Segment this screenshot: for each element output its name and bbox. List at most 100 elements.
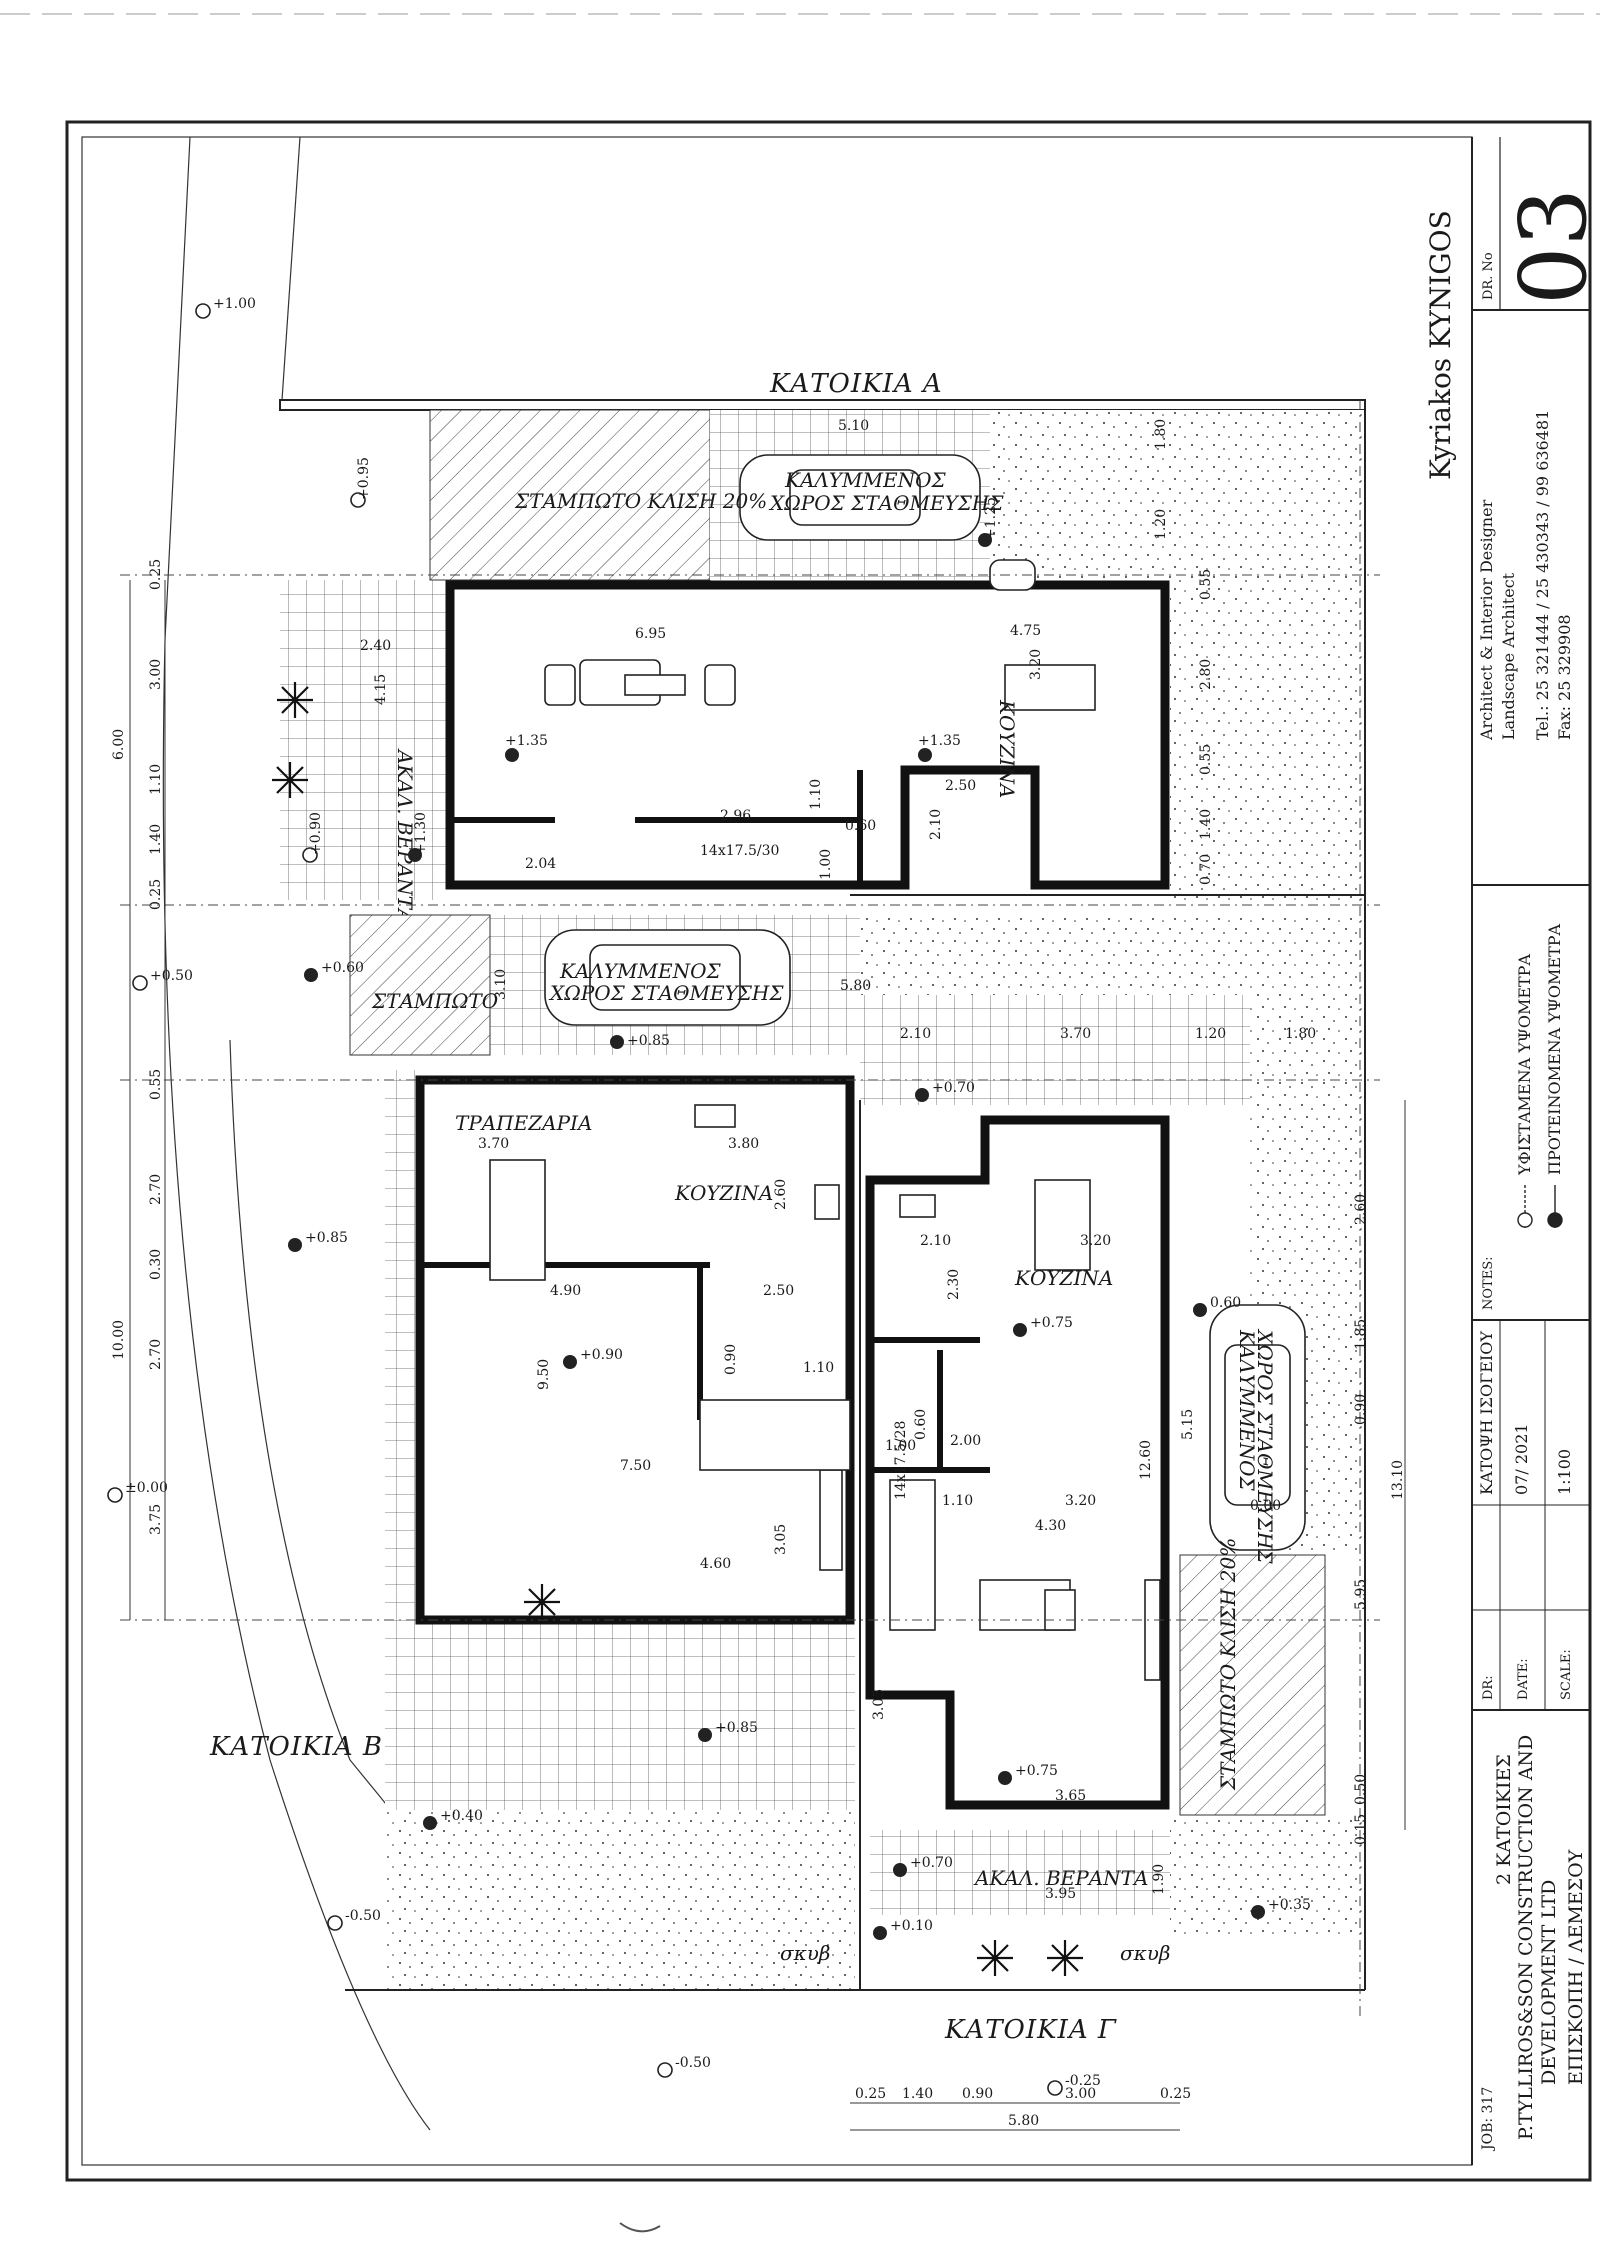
svg-text:0.60: 0.60	[1210, 1295, 1241, 1311]
house-b-stamped	[349, 914, 491, 1056]
car-a-outline	[989, 559, 1036, 591]
date-value: 07/ 2021	[1512, 1423, 1531, 1495]
svg-text:+1.35: +1.35	[505, 733, 548, 749]
level-marker: +0.50	[132, 968, 193, 991]
svg-text:3.95: 3.95	[1045, 1886, 1076, 1902]
house-c-stairs-label: 14x17.5/28	[893, 1421, 909, 1500]
house-b-kitchen-label: ΚΟΥΖΙΝΑ	[674, 1181, 773, 1205]
level-marker: +0.70	[915, 1080, 975, 1102]
sheet-outer-border	[65, 120, 1592, 2182]
project-line-3: DEVELOPMENT LTD	[1538, 1880, 1560, 2085]
dining-table-b	[489, 1159, 546, 1281]
level-marker: -0.50	[327, 1908, 381, 1931]
dimension-labels: 5.10 1.80 1.20 6.95 4.75 3.20 0.55 2.80 …	[111, 418, 1406, 2129]
drawing-title: ΚΑΤΟΨΗ ΙΣΟΓΕΙΟΥ	[1477, 1331, 1496, 1495]
svg-text:10.00: 10.00	[111, 1320, 127, 1360]
level-marker: +0.75	[998, 1763, 1058, 1785]
house-a-garden-right	[1170, 580, 1365, 900]
svg-text:0.55: 0.55	[1198, 744, 1214, 775]
credentials-line-2: Landscape Architect	[1499, 572, 1518, 740]
svg-text:0.70: 0.70	[1198, 854, 1214, 885]
scale-label: SCALE:	[1559, 1649, 1574, 1700]
level-marker: ±0.00	[107, 1480, 168, 1503]
house-c-garden-top	[860, 915, 1365, 995]
armchair-a2	[704, 664, 736, 706]
svg-text:2.30: 2.30	[946, 1269, 962, 1300]
level-marker: +0.85	[698, 1720, 758, 1742]
stairs-b	[699, 1399, 851, 1471]
legend-existing-label: ΥΦΙΣΤΑΜΕΝΑ ΥΨΟΜΕΤΡΑ	[1515, 954, 1534, 1176]
level-marker: +0.70	[893, 1855, 953, 1877]
house-b-garden	[385, 1810, 855, 1990]
level-marker: +0.35	[1251, 1897, 1311, 1919]
house-b-stamped-label: ΣΤΑΜΠΩΤΟ	[371, 989, 498, 1013]
level-marker: -0.25	[1047, 2073, 1101, 2096]
svg-text:0.25: 0.25	[1160, 2086, 1191, 2102]
svg-text:1.00: 1.00	[818, 849, 834, 880]
svg-text:+0.75: +0.75	[1015, 1763, 1058, 1779]
svg-text:2.80: 2.80	[1198, 659, 1214, 690]
svg-text:1.10: 1.10	[942, 1493, 973, 1509]
svg-text:0.50: 0.50	[1353, 1774, 1369, 1805]
svg-text:+0.40: +0.40	[440, 1808, 483, 1824]
svg-text:1.80: 1.80	[1153, 419, 1169, 450]
svg-text:+0.75: +0.75	[1030, 1315, 1073, 1331]
dr-no-label: DR. No	[1481, 252, 1496, 300]
sink-b	[694, 1104, 736, 1128]
coffee-table-a	[624, 674, 686, 696]
dr-label: DR:	[1481, 1675, 1496, 1700]
legend-proposed-label: ΠΡΟΤΕΙΝΟΜΕΝΑ ΥΨΟΜΕΤΡΑ	[1545, 923, 1564, 1175]
armchair-a1	[544, 664, 576, 706]
level-marker: +0.10	[873, 1918, 933, 1940]
svg-text:+0.60: +0.60	[321, 960, 364, 976]
svg-text:2.10: 2.10	[920, 1233, 951, 1249]
job-label: JOB: 317	[1480, 2087, 1496, 2152]
house-c-parking-label-1: ΚΑΛΥΜΜΕΝΟΣ	[1235, 1329, 1259, 1491]
svg-text:2.00: 2.00	[950, 1433, 981, 1449]
house-c-stamped-slope	[1179, 1554, 1326, 1816]
level-marker: +0.85	[610, 1033, 670, 1049]
title-block: Kyriakos KYNIGOS DR. No 03 Architect & I…	[1424, 137, 1600, 2165]
house-c-label: ΚΑΤΟΙΚΙΑ Γ	[944, 2015, 1117, 2045]
fax-line: Fax: 25 329908	[1555, 614, 1574, 740]
project-line-4: ΕΠΙΣΚΟΠΗ / ΛΕΜΕΣΟΥ	[1565, 1849, 1587, 2085]
svg-text:2.04: 2.04	[525, 856, 556, 872]
svg-text:2.50: 2.50	[763, 1283, 794, 1299]
house-b-furniture	[489, 1104, 851, 1571]
house-b-dining-label: ΤΡΑΠΕΖΑΡΙΑ	[455, 1111, 592, 1135]
svg-text:2.40: 2.40	[360, 638, 391, 654]
house-a-veranda-label: ΑΚΑΛ. ΒΕΡΑΝΤΑ	[393, 748, 417, 923]
svg-text:+0.35: +0.35	[1268, 1897, 1311, 1913]
plant-icon	[272, 762, 308, 798]
svg-text:3.65: 3.65	[1055, 1788, 1086, 1804]
car-b-roof	[589, 944, 741, 1011]
house-b-side-paving	[385, 1070, 415, 1610]
svg-text:1.90: 1.90	[1151, 1864, 1167, 1895]
svg-text:3.20: 3.20	[1028, 649, 1044, 680]
svg-text:-0.25: -0.25	[1065, 2073, 1101, 2089]
svg-text:3.00: 3.00	[148, 659, 164, 690]
svg-text:0.90: 0.90	[723, 1344, 739, 1375]
svg-text:3.20: 3.20	[1065, 1493, 1096, 1509]
level-marker: +0.75	[1013, 1315, 1073, 1337]
svg-text:3.70: 3.70	[478, 1136, 509, 1152]
house-a-furniture	[544, 559, 1096, 711]
svg-text:0.30: 0.30	[148, 1249, 164, 1280]
level-marker: +0.85	[288, 1230, 348, 1252]
level-marker: -0.50	[657, 2055, 711, 2078]
svg-text:2.70: 2.70	[148, 1174, 164, 1205]
coffee-table-c	[1044, 1589, 1076, 1631]
svg-text:5.95: 5.95	[1353, 1579, 1369, 1610]
house-b-rear-paving	[385, 1610, 855, 1810]
project-line-1: 2 ΚΑΤΟΙΚΙΕΣ	[1493, 1754, 1515, 1885]
svg-text:2.10: 2.10	[928, 809, 944, 840]
road-kerb	[229, 1039, 441, 1871]
svg-text:1.40: 1.40	[1198, 809, 1214, 840]
svg-text:±0.00: ±0.00	[125, 1480, 168, 1496]
notes-label: NOTES:	[1481, 1257, 1496, 1310]
car-a-roof	[789, 469, 921, 526]
svg-text:1.20: 1.20	[1153, 509, 1169, 540]
dining-table-c	[1034, 1179, 1091, 1271]
level-marker: +1.30	[408, 812, 429, 862]
house-c-kitchen-label: ΚΟΥΖΙΝΑ	[1014, 1266, 1113, 1290]
